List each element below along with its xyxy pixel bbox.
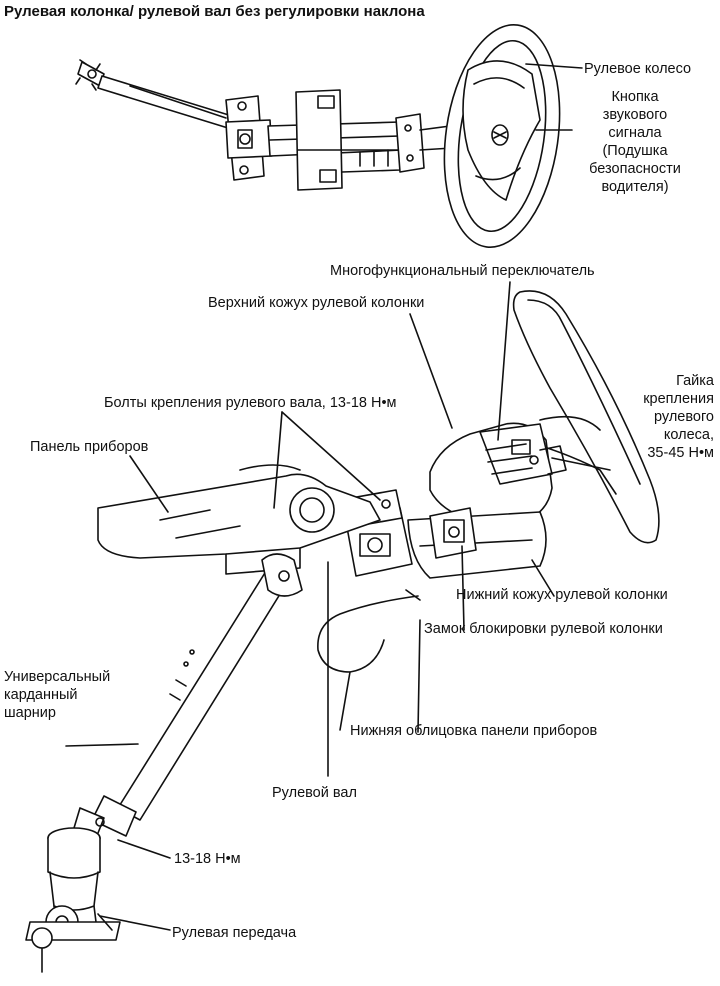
leader-multifunction: [497, 281, 511, 441]
label-ujoint-line-2: карданный: [4, 687, 78, 703]
bottom-steering-shaft: [117, 553, 303, 821]
leader-upper-shroud: [409, 313, 453, 429]
label-wheel-nut: Гайка крепления рулевого колеса, 35-45 Н…: [596, 372, 714, 462]
leader-torque: [117, 839, 171, 859]
label-torque-13-18: 13-18 Н•м: [174, 851, 241, 867]
label-multifunction-switch: Многофункциональный переключатель: [330, 263, 595, 279]
leader-steering-wheel: [525, 63, 583, 69]
label-lower-shroud: Нижний кожух рулевой колонки: [456, 587, 668, 603]
label-wheel-nut-line-2: крепления: [643, 391, 714, 407]
top-shaft: [97, 75, 233, 129]
label-horn-line-1: Кнопка: [611, 89, 659, 105]
label-steering-shaft: Рулевой вал: [272, 785, 357, 801]
label-shaft-bolts: Болты крепления рулевого вала, 13-18 Н•м: [104, 395, 397, 411]
label-steering-gear: Рулевая передача: [172, 925, 297, 941]
bottom-column-body: [339, 422, 567, 579]
label-upper-shroud: Верхний кожух рулевой колонки: [208, 295, 425, 311]
leader-bolts-a: [273, 411, 283, 509]
label-horn-line-5: безопасности: [589, 161, 681, 177]
top-steering-wheel: [443, 24, 561, 248]
label-lower-trim: Нижняя облицовка панели приборов: [350, 723, 598, 739]
instrument-panel: [97, 464, 381, 575]
page-title: Рулевая колонка/ рулевой вал без регулир…: [4, 3, 425, 20]
leader-column-lock: [461, 545, 465, 631]
label-wheel-nut-line-5: 35-45 Н•м: [647, 445, 714, 461]
steering-gear: [25, 827, 121, 973]
label-universal-joint: Универсальный карданный шарнир: [4, 668, 110, 722]
label-column-lock: Замок блокировки рулевой колонки: [424, 621, 663, 637]
leader-instrument-panel: [129, 455, 169, 513]
label-horn-line-3: сигнала: [608, 125, 662, 141]
leader-steering-gear: [99, 915, 171, 931]
label-wheel-nut-line-3: рулевого: [654, 409, 714, 425]
leader-bolts-b: [281, 411, 381, 501]
leader-lower-shroud: [531, 559, 555, 597]
leader-ujoint: [65, 743, 139, 747]
label-horn-button: Кнопка звукового сигнала (Подушка безопа…: [560, 88, 710, 196]
label-ujoint-line-3: шарнир: [4, 705, 56, 721]
label-horn-line-6: водителя): [601, 179, 669, 195]
leader-wheel-nut: [551, 457, 611, 471]
lower-trim: [317, 595, 419, 673]
leader-lower-trim-a: [417, 619, 421, 733]
top-bracket-right: [295, 89, 343, 191]
label-horn-line-2: звукового: [602, 107, 668, 123]
label-wheel-nut-line-1: Гайка: [676, 373, 714, 389]
label-steering-wheel: Рулевое колесо: [584, 61, 692, 77]
top-ujoint: [75, 59, 105, 91]
top-steering-assembly: [75, 59, 453, 191]
label-horn-line-4: (Подушка: [602, 143, 668, 159]
label-wheel-nut-line-4: колеса,: [663, 427, 714, 443]
label-ujoint-line-1: Универсальный: [4, 669, 111, 685]
label-instrument-panel: Панель приборов: [30, 439, 149, 455]
leader-lower-trim-b: [339, 671, 351, 731]
